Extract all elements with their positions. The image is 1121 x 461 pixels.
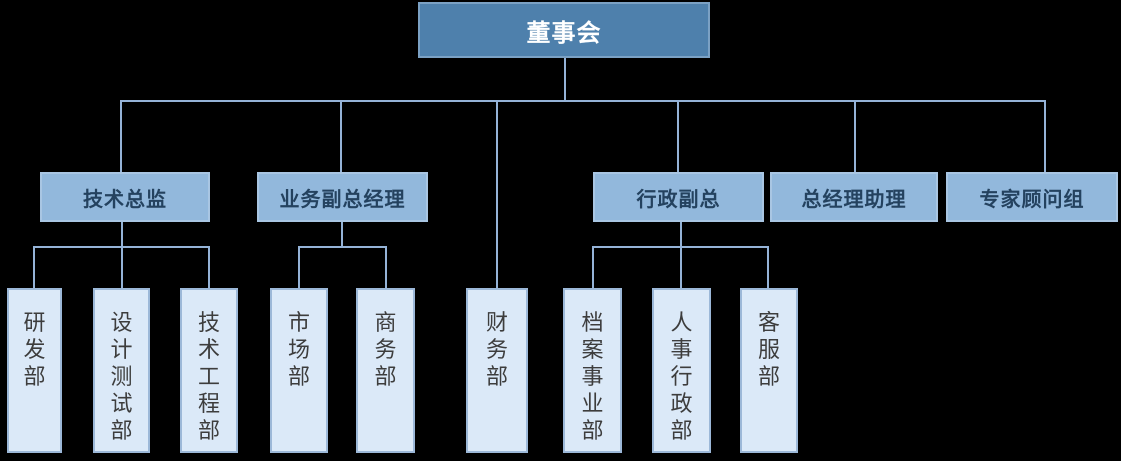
org-node-gm-assistant[interactable]: 总经理助理 xyxy=(770,172,938,222)
org-node-tech-director-label: 技术总监 xyxy=(83,186,167,211)
org-node-tech-engineering-dept-label: 技术工程部 xyxy=(197,311,220,444)
connector-drop-customer-service xyxy=(767,246,769,288)
connector-drop-business-vp xyxy=(340,100,342,172)
org-node-finance-dept-label: 财务部 xyxy=(485,311,508,390)
connector-tech-center xyxy=(121,222,123,288)
org-node-archives-dept[interactable]: 档案事业部 xyxy=(563,288,622,453)
org-node-customer-service-dept[interactable]: 客服部 xyxy=(740,288,798,453)
org-node-expert-advisors[interactable]: 专家顾问组 xyxy=(946,172,1118,222)
connector-admin-center xyxy=(680,222,682,288)
org-node-hr-admin-dept-label: 人事行政部 xyxy=(670,311,693,444)
connector-drop-tech-director xyxy=(120,100,122,172)
org-node-rd-dept[interactable]: 研发部 xyxy=(7,288,62,453)
org-node-tech-director[interactable]: 技术总监 xyxy=(40,172,210,222)
connector-drop-marketing xyxy=(298,246,300,288)
connector-drop-gm-assistant xyxy=(854,100,856,172)
org-node-commerce-dept[interactable]: 商务部 xyxy=(356,288,415,453)
connector-drop-admin-vp xyxy=(677,100,679,172)
org-node-design-test-dept-label: 设计测试部 xyxy=(110,311,133,444)
connector-main-rail xyxy=(120,100,1046,102)
connector-tech-rail xyxy=(33,246,210,248)
org-node-marketing-dept[interactable]: 市场部 xyxy=(270,288,328,453)
org-node-rd-dept-label: 研发部 xyxy=(23,311,46,390)
connector-drop-archives xyxy=(592,246,594,288)
connector-business-rail xyxy=(298,246,387,248)
connector-drop-commerce xyxy=(385,246,387,288)
connector-admin-rail xyxy=(592,246,769,248)
org-node-board[interactable]: 董事会 xyxy=(418,2,710,58)
org-node-admin-vp[interactable]: 行政副总 xyxy=(593,172,764,222)
org-node-admin-vp-label: 行政副总 xyxy=(636,186,721,211)
connector-drop-tech-engineering xyxy=(208,246,210,288)
org-node-commerce-dept-label: 商务部 xyxy=(374,311,397,390)
org-node-archives-dept-label: 档案事业部 xyxy=(581,311,604,444)
org-node-customer-service-dept-label: 客服部 xyxy=(757,311,780,390)
org-node-marketing-dept-label: 市场部 xyxy=(287,311,310,390)
connector-drop-rd xyxy=(33,246,35,288)
org-node-expert-advisors-label: 专家顾问组 xyxy=(979,186,1085,211)
org-node-business-vp-label: 业务副总经理 xyxy=(279,186,406,211)
org-node-tech-engineering-dept[interactable]: 技术工程部 xyxy=(180,288,238,453)
org-node-gm-assistant-label: 总经理助理 xyxy=(801,186,907,211)
org-node-business-vp[interactable]: 业务副总经理 xyxy=(257,172,428,222)
org-node-board-label: 董事会 xyxy=(526,18,602,47)
connector-drop-expert-advisors xyxy=(1044,100,1046,172)
connector-drop-finance xyxy=(496,100,498,288)
connector-root-drop xyxy=(564,58,566,101)
org-node-design-test-dept[interactable]: 设计测试部 xyxy=(93,288,150,453)
org-node-hr-admin-dept[interactable]: 人事行政部 xyxy=(652,288,711,453)
org-node-finance-dept[interactable]: 财务部 xyxy=(466,288,528,453)
connector-business-center xyxy=(341,222,343,246)
